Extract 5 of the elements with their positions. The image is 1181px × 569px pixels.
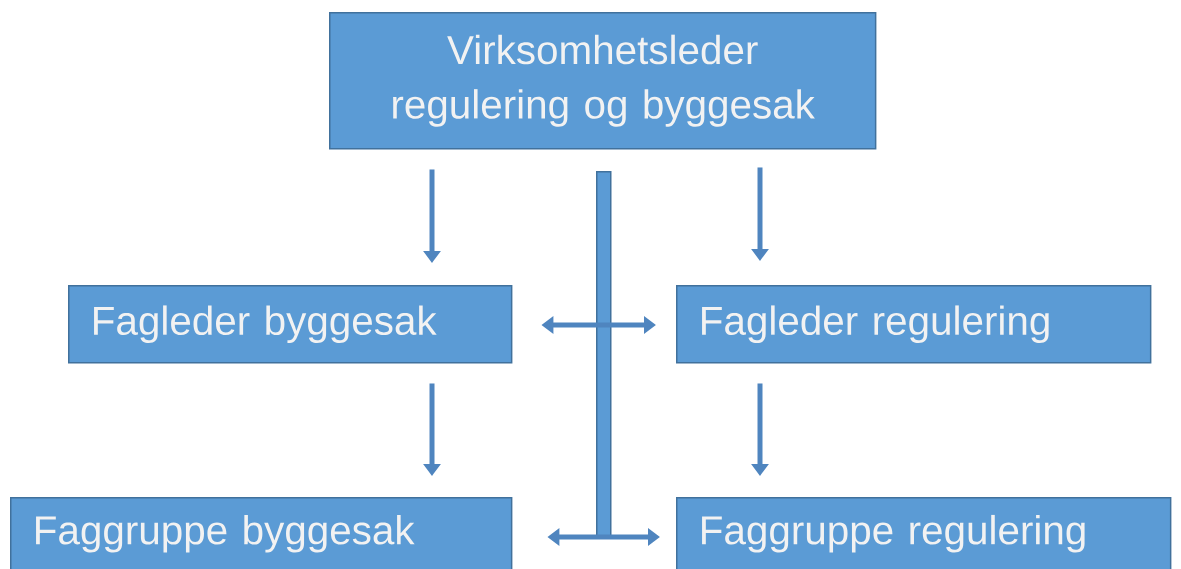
- org-box: Faggruppe byggesak: [10, 497, 513, 569]
- org-box: Virksomhetsleder regulering og byggesak: [329, 12, 877, 150]
- org-box: Faggruppe regulering: [676, 497, 1172, 569]
- org-box: Fagleder byggesak: [68, 285, 513, 364]
- org-box: Fagleder regulering: [676, 285, 1152, 364]
